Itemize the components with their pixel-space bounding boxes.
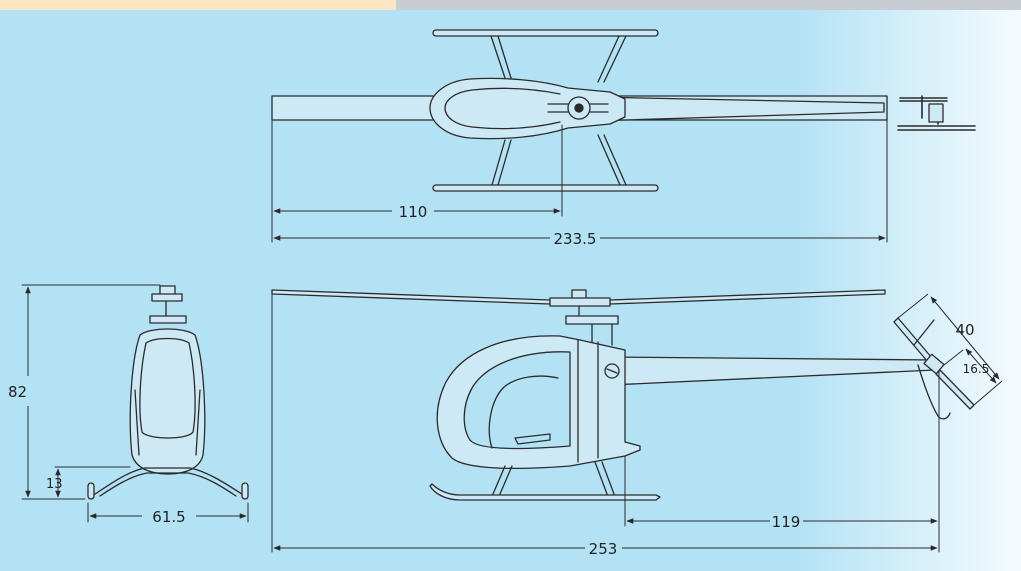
top-view-extension-lines <box>271 119 888 243</box>
side-view-cabin-inner <box>488 375 559 449</box>
side-view-logo-emblem <box>604 363 620 379</box>
top-view-dimensions <box>273 208 886 241</box>
dim-label-skid-width: 61.5 <box>152 508 185 526</box>
side-view-mast <box>591 323 613 346</box>
top-color-band <box>0 0 1021 10</box>
top-view-skid-upper <box>432 29 659 37</box>
top-view-skid-lower <box>432 184 659 192</box>
front-view <box>21 284 249 523</box>
dim-label-tail-rotor-diameter: 40 <box>955 321 974 339</box>
dim-label-tail-rotor-offset: 16.5 <box>963 362 990 376</box>
front-view-extension-lines <box>21 284 249 523</box>
side-view-mast-collar <box>565 315 619 325</box>
front-view-skid-gear <box>91 467 246 497</box>
side-view-extension-lines <box>271 294 940 553</box>
top-band-left <box>0 0 396 10</box>
front-view-dimensions <box>25 286 247 519</box>
front-view-rotor-head <box>151 285 183 318</box>
top-view <box>271 29 976 243</box>
side-view-skid <box>429 483 661 501</box>
side-view-skid-struts <box>492 461 615 495</box>
dim-label-skid-height: 13 <box>46 477 63 492</box>
side-view-engine-cover <box>577 339 599 463</box>
dim-label-top-overall-length: 233.5 <box>554 230 597 248</box>
side-view <box>271 289 975 553</box>
front-view-skid-right <box>241 482 249 500</box>
front-view-mast-collar <box>149 315 187 324</box>
side-view-dimensions <box>273 293 1003 551</box>
side-view-seat <box>514 433 551 445</box>
front-view-door-lines <box>134 389 201 456</box>
helicopter-blueprint: 110 233.5 82 13 61.5 <box>0 10 1021 571</box>
top-view-fuselage <box>429 77 626 140</box>
top-view-skid-struts <box>490 35 627 186</box>
top-view-rotor-hub <box>574 103 584 113</box>
dim-label-front-height: 82 <box>8 383 27 401</box>
dim-label-mast-to-tail-rotor: 119 <box>772 513 801 531</box>
dim-label-side-overall-length: 253 <box>589 540 618 558</box>
dim-label-nose-to-mast: 110 <box>399 203 428 221</box>
top-view-rotor-links <box>547 103 609 113</box>
front-view-fuselage <box>129 328 206 475</box>
front-view-windshield <box>139 337 196 439</box>
dim-extension-40 <box>897 293 1003 406</box>
top-band-right <box>396 0 1021 10</box>
dim-line-16-5 <box>965 348 997 384</box>
top-view-canopy <box>444 87 561 130</box>
dim-extension-16-5 <box>943 349 964 366</box>
top-view-tail-gearbox <box>928 103 944 123</box>
side-view-logo-mark <box>606 368 618 374</box>
front-view-skid-left <box>87 482 95 500</box>
